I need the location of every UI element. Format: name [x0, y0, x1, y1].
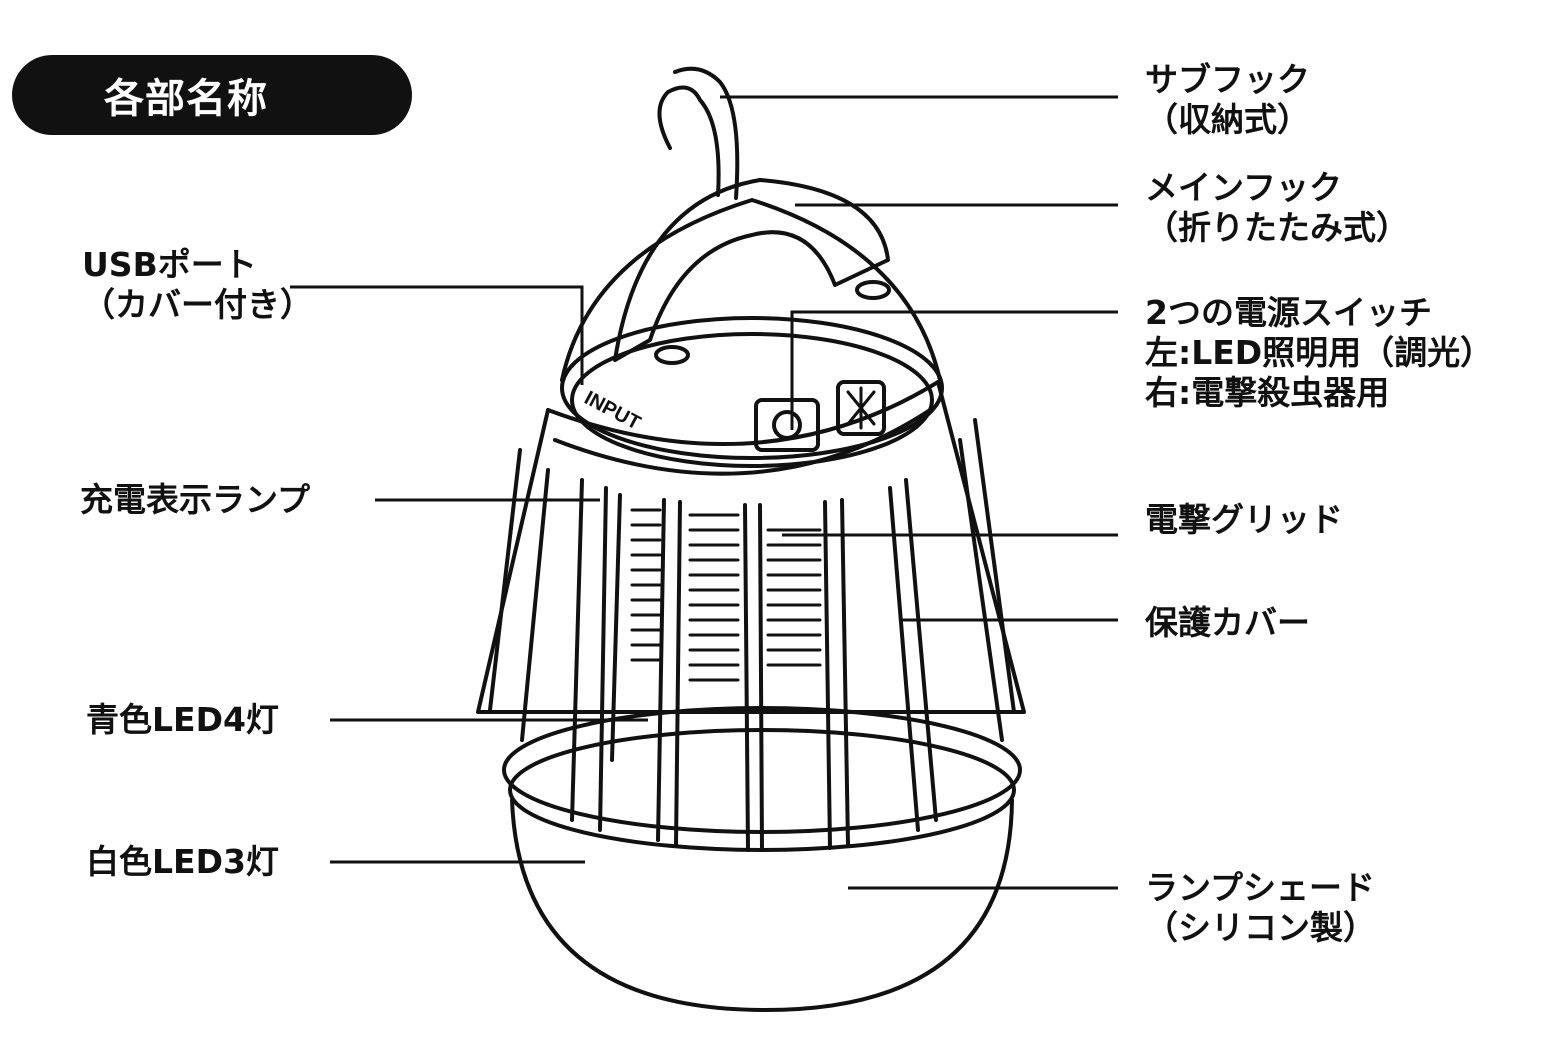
label-white-led: 白色LED3灯 — [86, 842, 279, 881]
label-sub-hook: サブフック （収納式） — [1145, 60, 1310, 139]
label-usb-port: USBポート （カバー付き） — [82, 245, 313, 324]
section-title: 各部名称 — [12, 55, 412, 135]
label-main-hook: メインフック （折りたたみ式） — [1145, 168, 1409, 247]
top-cap-ring — [560, 316, 944, 460]
sub-hook — [657, 85, 721, 197]
protective-cover — [476, 380, 1026, 714]
label-cover: 保護カバー — [1145, 603, 1310, 642]
lamp-shade — [510, 798, 1014, 1012]
label-grid: 電撃グリッド — [1145, 500, 1343, 539]
main-hook — [613, 178, 890, 362]
label-blue-led: 青色LED4灯 — [86, 700, 279, 739]
label-charge-lamp: 充電表示ランプ — [80, 480, 311, 519]
zapper-switch-icon — [836, 380, 886, 436]
electric-grid — [630, 508, 822, 682]
led-switch-icon — [754, 398, 820, 452]
leader-lines — [290, 95, 1118, 890]
label-power-switch: 2つの電源スイッチ 左:LED照明用（調光） 右:電撃殺虫器用 — [1145, 293, 1494, 412]
label-lamp-shade: ランプシェード （シリコン製） — [1145, 868, 1376, 947]
